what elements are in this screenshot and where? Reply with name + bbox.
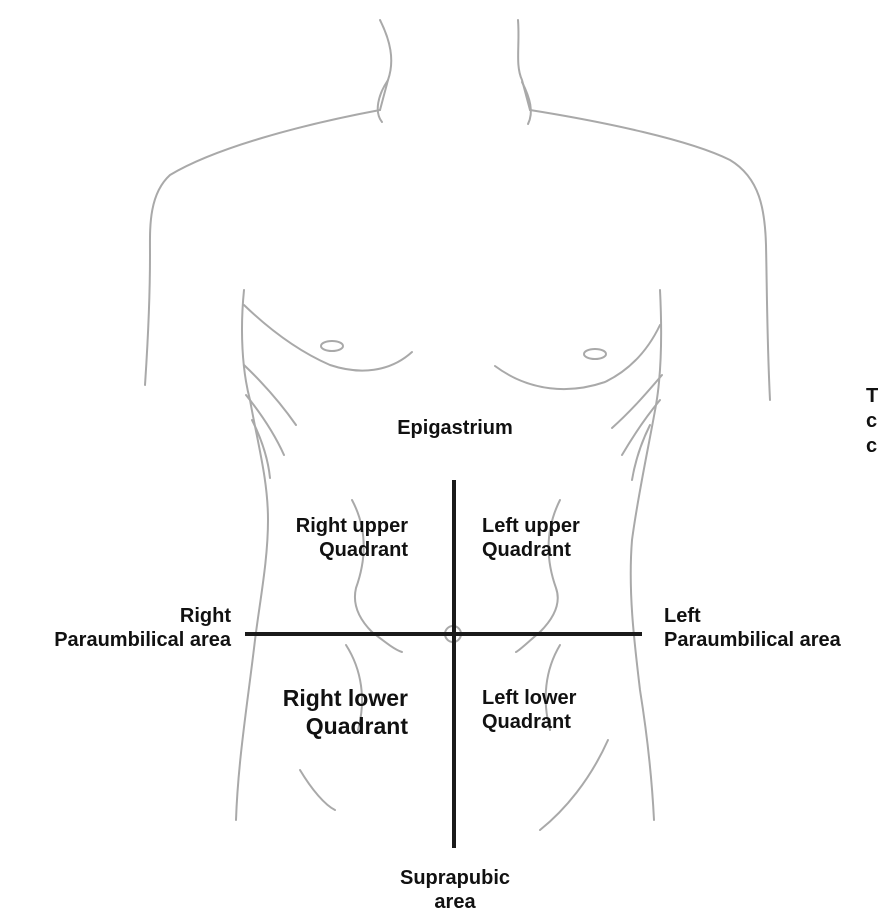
left-paraumbilical-label: Left Paraumbilical area — [664, 604, 878, 653]
right-paraumbilical-label: Right Paraumbilical area — [5, 604, 231, 653]
neck-left-line — [380, 20, 391, 110]
nipple-left — [321, 341, 343, 351]
nipple-right — [584, 349, 606, 359]
waist-left — [236, 400, 268, 820]
cropped-edge-line2: c — [866, 409, 880, 434]
chest-side-right — [656, 290, 661, 405]
right-lower-quadrant-line2: Quadrant — [238, 712, 408, 740]
right-lower-quadrant-line1: Right lower — [238, 684, 408, 712]
suprapubic-line1: Suprapubic — [360, 866, 550, 890]
left-paraumbilical-line2: Paraumbilical area — [664, 628, 878, 652]
shoulder-left — [145, 110, 380, 385]
suprapubic-label: Suprapubic area — [360, 866, 550, 915]
cropped-edge-line1: T — [866, 384, 880, 409]
inguinal-left — [300, 770, 335, 810]
right-lower-quadrant-label: Right lower Quadrant — [238, 684, 408, 740]
left-lower-quadrant-label: Left lower Quadrant — [482, 686, 632, 735]
right-upper-quadrant-line2: Quadrant — [258, 538, 408, 562]
left-upper-quadrant-line2: Quadrant — [482, 538, 632, 562]
right-paraumbilical-line2: Paraumbilical area — [5, 628, 231, 652]
right-upper-quadrant-line1: Right upper — [258, 514, 408, 538]
right-upper-quadrant-label: Right upper Quadrant — [258, 514, 408, 563]
left-lower-quadrant-line2: Quadrant — [482, 710, 632, 734]
inguinal-right — [540, 740, 608, 830]
suprapubic-line2: area — [360, 890, 550, 914]
pectoral-left — [244, 305, 412, 371]
cropped-edge-line3: c — [866, 434, 880, 459]
cropped-edge-text: T c c — [866, 384, 880, 459]
rib-left-1 — [244, 365, 296, 425]
shoulder-right — [530, 110, 770, 400]
epigastrium-label: Epigastrium — [375, 416, 535, 440]
left-lower-quadrant-line1: Left lower — [482, 686, 632, 710]
left-upper-quadrant-label: Left upper Quadrant — [482, 514, 632, 563]
left-paraumbilical-line1: Left — [664, 604, 878, 628]
pectoral-right — [495, 325, 660, 389]
right-paraumbilical-line1: Right — [5, 604, 231, 628]
left-upper-quadrant-line1: Left upper — [482, 514, 632, 538]
rib-right-1 — [612, 375, 662, 428]
